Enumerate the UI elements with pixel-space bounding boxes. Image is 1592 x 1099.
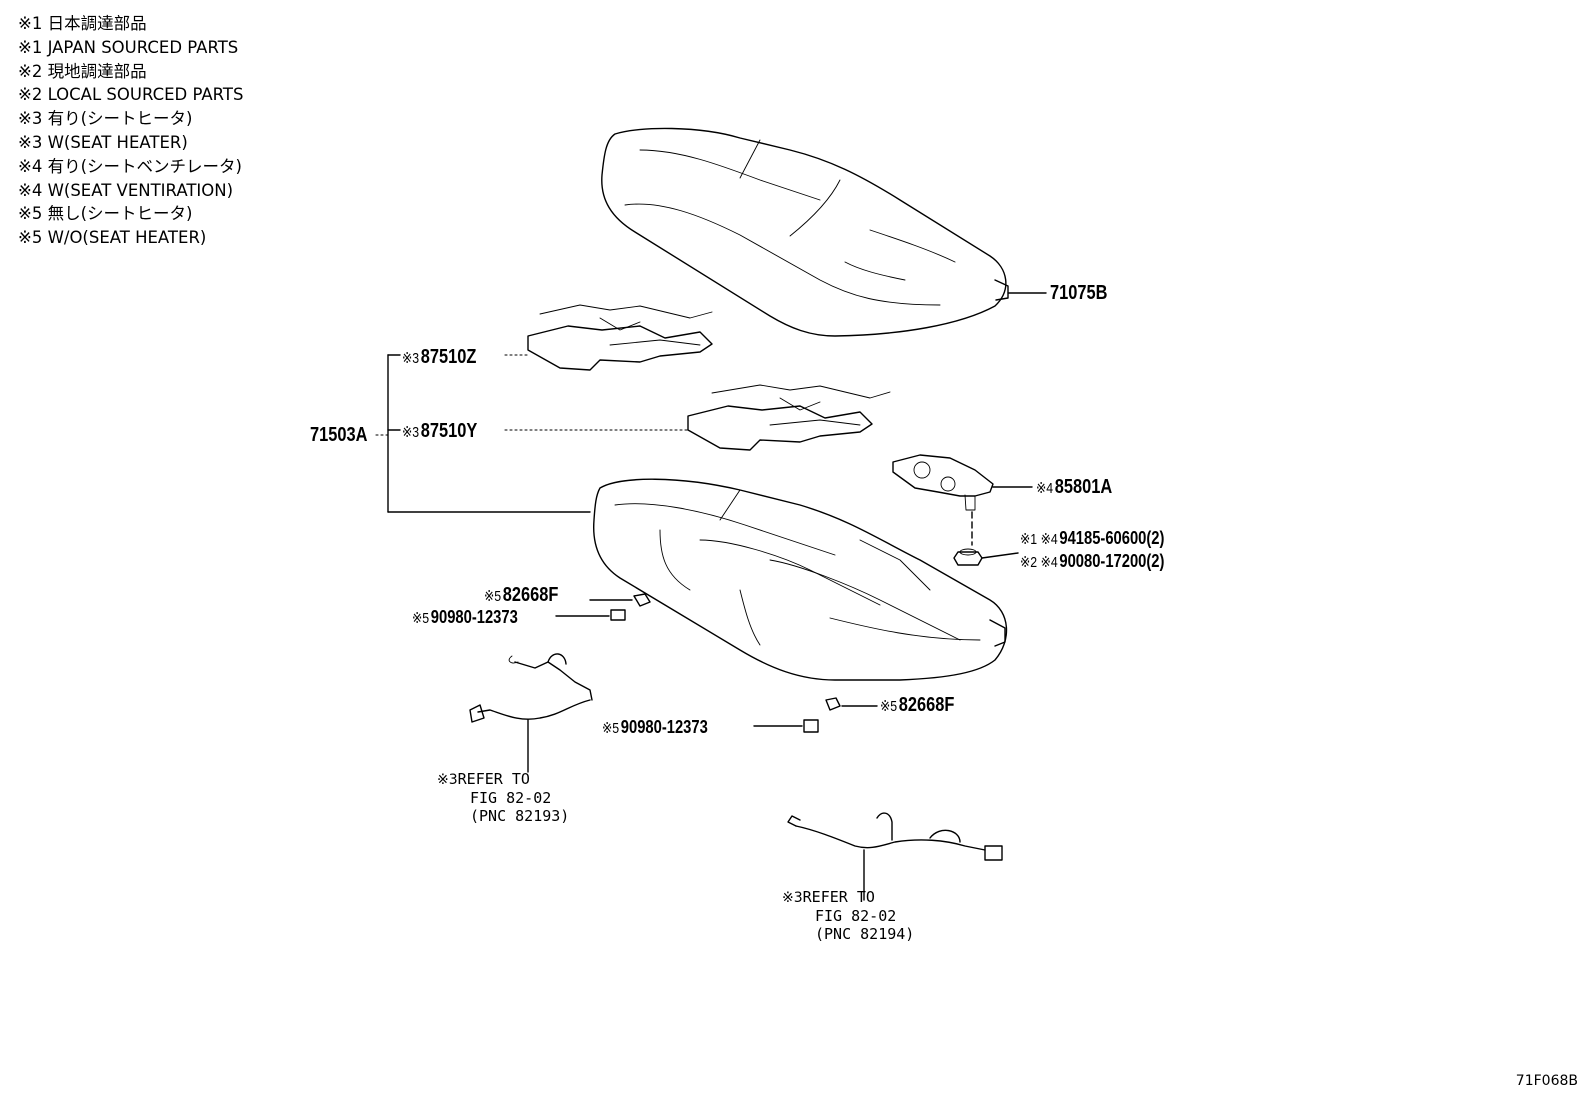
part-number: 71075B [1050,282,1108,304]
condition-mark: ※4 [1036,480,1054,497]
condition-mark: ※5 [880,698,898,715]
nut-drawing [953,548,1019,566]
note-line: ※2 現地調達部品 [18,61,147,81]
label-connector-left: ※590980-12373 [412,606,518,630]
label-nut-2: ※2 ※490080-17200(2) [1020,550,1164,574]
note-line: ※3 W(SEAT HEATER) [18,132,188,152]
condition-mark: ※1 ※4 [1020,531,1058,548]
reference-note-left: ※3REFER TO FIG 82-02 (PNC 82193) [437,770,569,825]
reference-line: (PNC 82194) [815,925,915,943]
label-heater-upper: ※387510Z [402,346,476,370]
label-clip-right: ※582668F [880,694,954,718]
condition-mark: ※3 [402,424,420,441]
reference-line: FIG 82-02 [470,789,552,807]
label-assembly: 71503A [310,424,367,446]
note-line: ※1 日本調達部品 [18,14,147,33]
note-line: ※5 W/O(SEAT HEATER) [18,228,207,248]
part-number: 90080-17200(2) [1059,551,1165,571]
part-number: 82668F [502,584,559,606]
note-line: ※5 無し(シートヒータ) [18,204,193,224]
reference-line: REFER TO [802,888,875,906]
condition-mark: ※5 [602,720,620,737]
condition-mark: ※2 ※4 [1020,554,1058,571]
note-line: ※4 有り(シートベンチレータ) [18,156,242,176]
part-number: 90980-12373 [620,717,708,737]
part-number: 82668F [898,694,955,716]
condition-mark: ※3 [437,772,458,788]
assembly-bracket [375,354,591,513]
clip-right-drawing [753,697,878,733]
condition-mark: ※3 [402,350,420,367]
note-line: ※4 W(SEAT VENTIRATION) [18,180,234,200]
condition-mark: ※3 [782,890,803,906]
part-number: 71503A [310,424,368,446]
part-number: 87510Y [420,420,478,442]
notes-legend: ※1 日本調達部品 ※1 JAPAN SOURCED PARTS ※2 現地調達… [18,12,243,250]
label-connector-right: ※590980-12373 [602,716,708,740]
part-number: 87510Z [420,346,477,368]
note-line: ※1 JAPAN SOURCED PARTS [18,37,239,57]
condition-mark: ※5 [484,588,502,605]
label-nut-1: ※1 ※494185-60600(2) [1020,527,1164,551]
seat-cover-drawing [601,127,1047,337]
note-line: ※3 有り(シートヒータ) [18,109,193,129]
heater-element-upper-drawing [504,304,713,371]
label-vent-blower: ※485801A [1036,476,1112,500]
label-seat-cover: 71075B [1050,282,1107,304]
reference-line: FIG 82-02 [815,907,897,925]
heater-element-lower-drawing [504,384,891,451]
reference-line: (PNC 82193) [470,807,570,825]
note-line: ※2 LOCAL SOURCED PARTS [18,85,244,105]
figure-code: 71F068B [1515,1073,1578,1089]
wire-harness-bottom-drawing [787,812,1003,901]
part-number: 85801A [1054,476,1113,498]
seat-cushion-pad-drawing [593,478,1008,681]
reference-line: REFER TO [457,770,530,788]
label-heater-lower: ※387510Y [402,420,477,444]
reference-note-bottom: ※3REFER TO FIG 82-02 (PNC 82194) [782,888,914,943]
clip-left-drawing [555,593,651,621]
condition-mark: ※5 [412,610,430,627]
part-number: 90980-12373 [430,607,518,627]
wire-harness-left-drawing [469,653,593,773]
ventilation-blower-drawing [892,454,1033,546]
part-number: 94185-60600(2) [1059,528,1165,548]
label-clip-left: ※582668F [484,584,558,608]
